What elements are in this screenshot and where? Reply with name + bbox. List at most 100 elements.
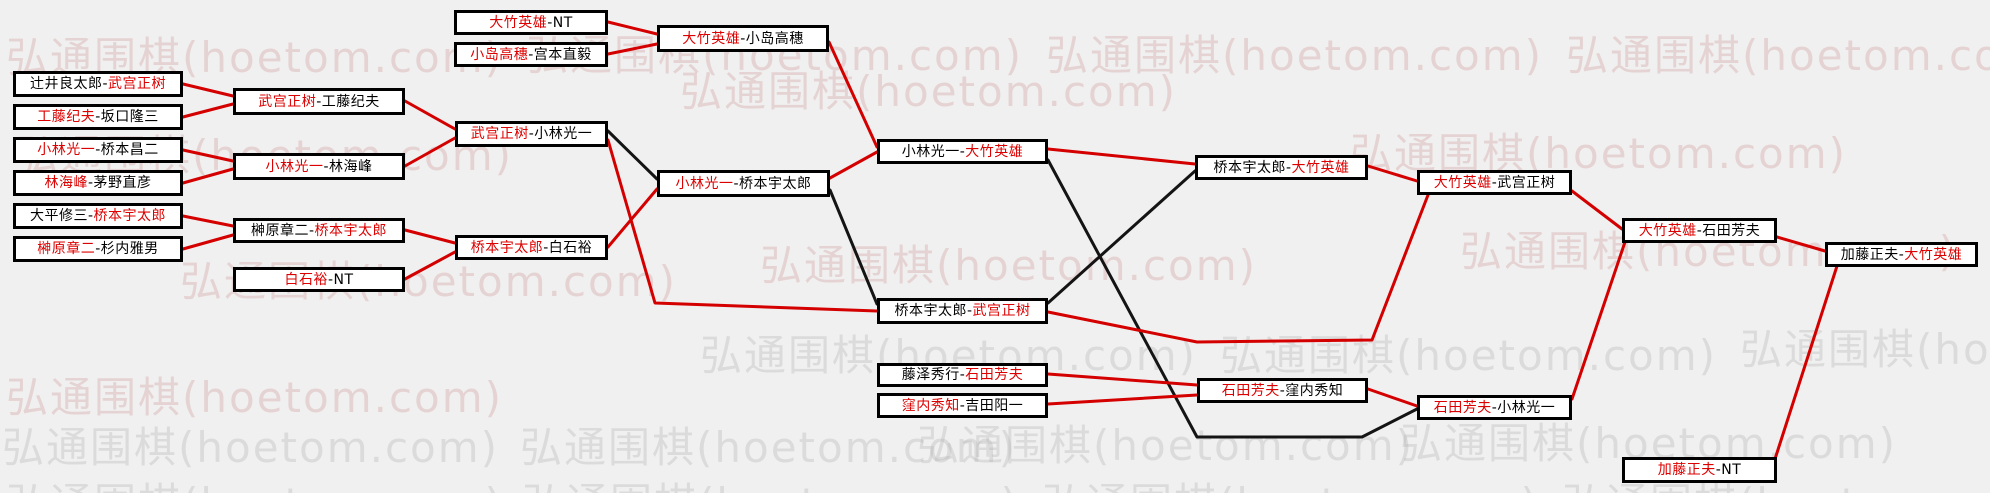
player-right: 小林光一 xyxy=(534,126,593,142)
bracket-line-m13-to-m16-lose xyxy=(606,129,659,181)
player-left: 桥本宇太郎 xyxy=(1213,159,1286,176)
watermark-text: 弘通围棋(hoetom.com) xyxy=(1046,31,1544,80)
match-box-m26: 加藤正夫-NT xyxy=(1622,457,1777,483)
player-left: 大竹英雄 xyxy=(1433,174,1492,191)
player-left: 林海峰 xyxy=(44,175,88,191)
watermark-text: 弘通围棋(hoetom.com) xyxy=(1566,31,1990,80)
separator: - xyxy=(528,126,535,142)
bracket-line-m18-to-m21-lose xyxy=(1046,169,1197,305)
separator: - xyxy=(316,93,322,110)
bracket-line-m14-to-m16-win xyxy=(606,187,659,249)
player-right: 桥本宇太郎 xyxy=(93,208,167,224)
player-left: 榊原章二 xyxy=(250,222,309,239)
separator: - xyxy=(87,175,94,191)
match-box-m27: 加藤正夫-大竹英雄 xyxy=(1825,242,1978,267)
player-left: 小林光一 xyxy=(675,175,734,192)
bracket-line-m23-to-m25-win xyxy=(1570,189,1624,231)
player-right: 武宫正树 xyxy=(972,303,1031,319)
watermark-text: 弘通围棋(hoetom.com) xyxy=(2,423,500,472)
bracket-line-m19-to-m22-win xyxy=(1046,372,1199,387)
bracket-line-m21-to-m23-win xyxy=(1366,164,1419,183)
separator: - xyxy=(740,30,746,47)
player-right: 小岛高穗 xyxy=(745,30,804,47)
separator: - xyxy=(95,241,101,257)
match-box-m19: 藤泽秀行-石田芳夫 xyxy=(877,363,1048,387)
bracket-line-m22-to-m24-win xyxy=(1366,387,1419,408)
bracket-line-m25-to-m27-win xyxy=(1775,235,1827,253)
separator: - xyxy=(1279,382,1286,399)
match-box-m9: 榊原章二-桥本宇太郎 xyxy=(233,218,405,243)
separator: - xyxy=(1898,246,1905,263)
bracket-line-m4-to-m8-win xyxy=(181,167,235,185)
bracket-line-m18-to-m23-win xyxy=(1046,193,1430,344)
player-left: 大平修三 xyxy=(29,208,88,224)
player-left: 小林光一 xyxy=(901,143,960,160)
player-left: 大竹英雄 xyxy=(489,14,548,31)
player-right: 大竹英雄 xyxy=(965,143,1024,160)
separator: - xyxy=(543,239,549,256)
watermark-text: 弘通围棋(hoetom.com) xyxy=(1042,470,1539,493)
match-box-m3: 小林光一-桥本昌二 xyxy=(13,137,183,163)
watermark-text: 弘通围棋(hoetom.com) xyxy=(1220,331,1718,380)
separator: - xyxy=(1285,159,1292,176)
player-right: 大竹英雄 xyxy=(1904,246,1963,263)
player-right: 杉内雅男 xyxy=(100,241,159,257)
player-right: 白石裕 xyxy=(548,239,593,256)
player-right: 林海峰 xyxy=(329,158,373,175)
watermark-text: 弘通围棋(hoetom.com) xyxy=(6,470,503,493)
separator: - xyxy=(1696,222,1703,239)
player-left: 武宫正树 xyxy=(470,126,529,142)
player-right: 窪内秀知 xyxy=(1285,382,1344,399)
bracket-line-m11-to-m15-win xyxy=(606,20,659,36)
player-right: 大竹英雄 xyxy=(1291,159,1350,176)
player-left: 桥本宇太郎 xyxy=(470,239,544,256)
player-left: 加藤正夫 xyxy=(1657,462,1716,478)
player-left: 大竹英雄 xyxy=(1638,222,1697,239)
match-box-m1: 辻井良太郎-武宫正树 xyxy=(13,71,183,97)
bracket-line-m9-to-m14-win xyxy=(403,228,457,245)
watermark-text: 弘通围棋(hoetom.com) xyxy=(6,373,504,422)
player-left: 白石裕 xyxy=(284,271,328,288)
match-box-m22: 石田芳夫-窪内秀知 xyxy=(1197,378,1368,403)
bracket-line-m6-to-m9-win xyxy=(181,233,235,251)
match-box-m20: 窪内秀知-吉田阳一 xyxy=(877,393,1048,418)
match-box-m6: 榊原章二-杉内雅男 xyxy=(13,236,183,262)
match-box-m4: 林海峰-茅野直彦 xyxy=(13,170,183,196)
watermark-text: 弘通围棋(hoetom.com) xyxy=(1740,325,1990,374)
player-right: 桥本宇太郎 xyxy=(314,222,388,239)
player-right: 石田芳夫 xyxy=(1702,222,1761,239)
match-box-m11: 大竹英雄-NT xyxy=(454,10,608,35)
bracket-line-m5-to-m9-win xyxy=(181,214,235,228)
separator: - xyxy=(102,76,109,92)
player-left: 工藤纪夫 xyxy=(37,109,96,125)
separator: - xyxy=(959,367,966,383)
match-box-m17: 小林光一-大竹英雄 xyxy=(877,139,1048,164)
watermark-text: 弘通围棋(hoetom.com) xyxy=(1350,129,1848,178)
watermark-text: 弘通围棋(hoetom.com) xyxy=(760,241,1258,290)
player-right: 小林光一 xyxy=(1497,399,1556,416)
player-right: 工藤纪夫 xyxy=(321,93,380,110)
match-box-m15: 大竹英雄-小岛高穗 xyxy=(657,25,829,52)
player-left: 小林光一 xyxy=(37,142,96,158)
player-left: 大竹英雄 xyxy=(682,30,741,47)
bracket-line-m7-to-m13-win xyxy=(403,99,457,131)
player-left: 小林光一 xyxy=(265,158,324,175)
match-box-m13: 武宫正树-小林光一 xyxy=(455,121,608,147)
bracket-line-m20-to-m22-win xyxy=(1046,393,1199,406)
match-box-m21: 桥本宇太郎-大竹英雄 xyxy=(1195,155,1368,180)
match-box-m16: 小林光一-桥本宇太郎 xyxy=(657,170,830,197)
player-left: 武宫正树 xyxy=(258,93,317,110)
player-left: 桥本宇太郎 xyxy=(894,303,967,319)
bracket-line-m1-to-m7-win xyxy=(181,82,235,98)
player-left: 窪内秀知 xyxy=(901,397,960,414)
bracket-line-m15-to-m17-win xyxy=(827,40,879,149)
separator: - xyxy=(87,208,94,224)
separator: - xyxy=(966,303,973,319)
separator: - xyxy=(1491,399,1498,416)
player-left: 小岛高穗 xyxy=(470,46,529,63)
bracket-line-m16-to-m17-win xyxy=(828,150,879,180)
bracket-line-m24-to-m25-win xyxy=(1570,240,1627,401)
bracket-line-m3-to-m8-win xyxy=(181,148,235,163)
